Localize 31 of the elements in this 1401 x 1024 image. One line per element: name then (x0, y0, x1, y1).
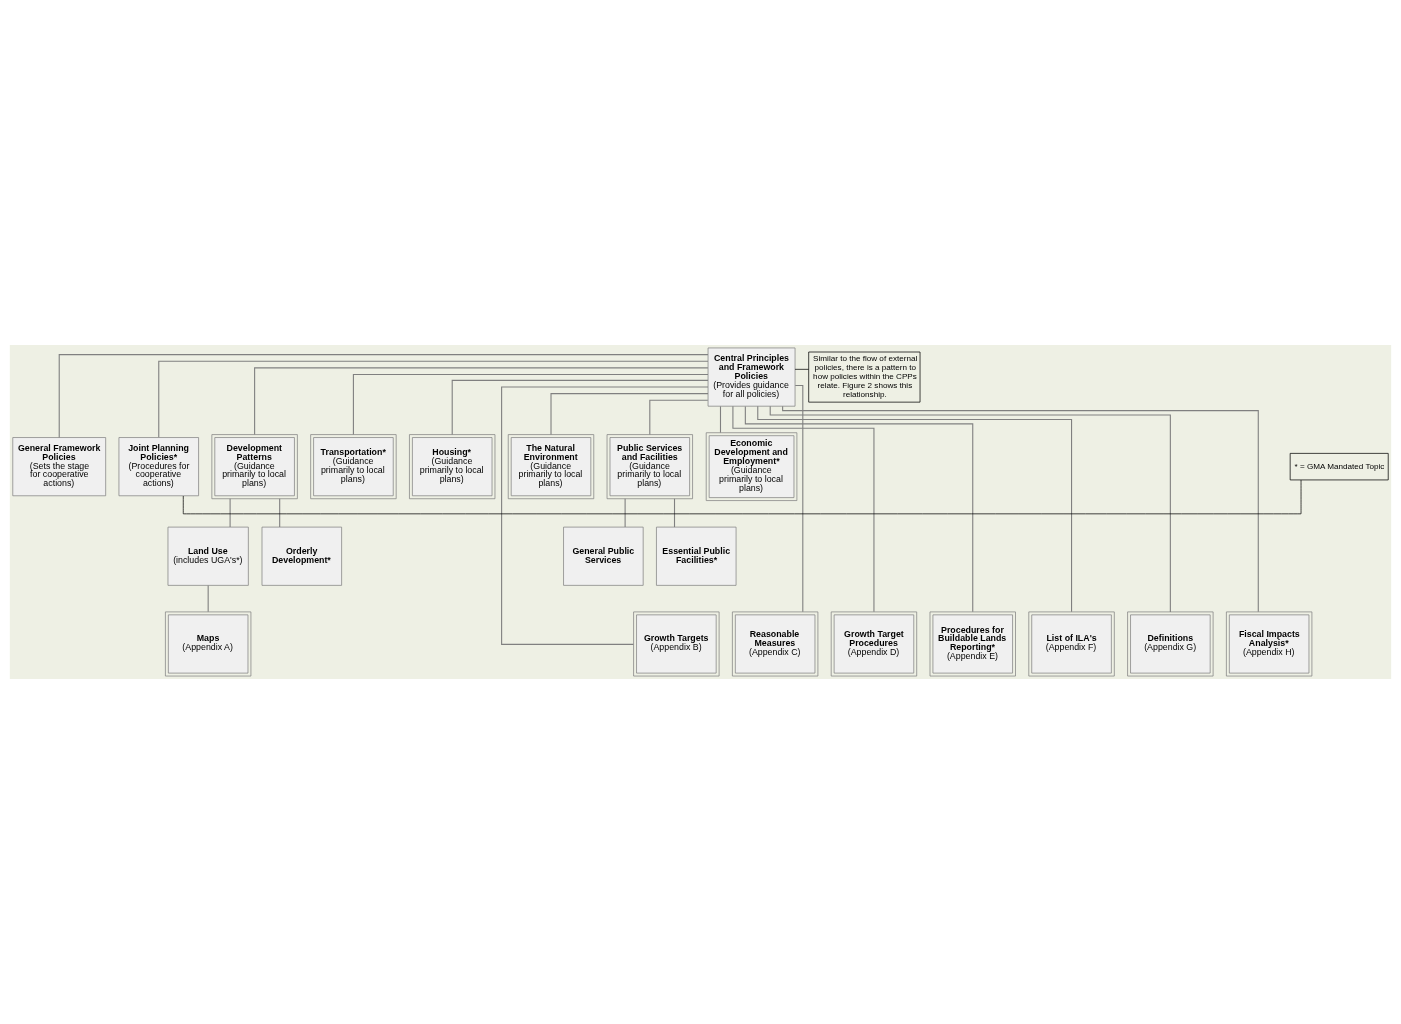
connector (254, 367, 709, 436)
node-box: Essential Public Facilities* (656, 526, 737, 586)
node-box: Orderly Development* (261, 526, 342, 586)
connector (673, 498, 676, 528)
connector (719, 405, 722, 434)
node-box: General Framework Policies (Sets the stage for cooperative actions) (12, 437, 107, 497)
node-box: * = GMA Mandated Topic (1289, 453, 1389, 481)
connector (58, 354, 709, 439)
connector (207, 584, 209, 613)
connector (550, 393, 709, 435)
connector (794, 368, 809, 370)
connector (794, 385, 804, 613)
connector (158, 360, 709, 438)
node-box: Similar to the flow of external policies, there is a pattern to how policies within the CPPs relate. Figure 2 shows this relationship. (808, 351, 921, 403)
connector (757, 405, 1073, 613)
connector (501, 386, 709, 645)
node-box: Central Principles and Framework Policies (Provides guidance for all policies) (707, 347, 796, 407)
connector (229, 498, 231, 528)
connector (451, 379, 709, 436)
node-box: General Public Services (563, 526, 644, 586)
connector (744, 405, 974, 613)
connector (649, 399, 709, 435)
node-box: Joint Planning Policies* (Procedures for cooperative actions) (118, 437, 199, 497)
connector (182, 479, 1302, 515)
node-box: Land Use (includes UGA's*) (167, 526, 249, 586)
connector (352, 373, 709, 435)
connector (782, 405, 1259, 613)
connector (279, 498, 281, 528)
connector (732, 405, 875, 613)
connector (624, 498, 626, 528)
connector (769, 405, 1171, 613)
